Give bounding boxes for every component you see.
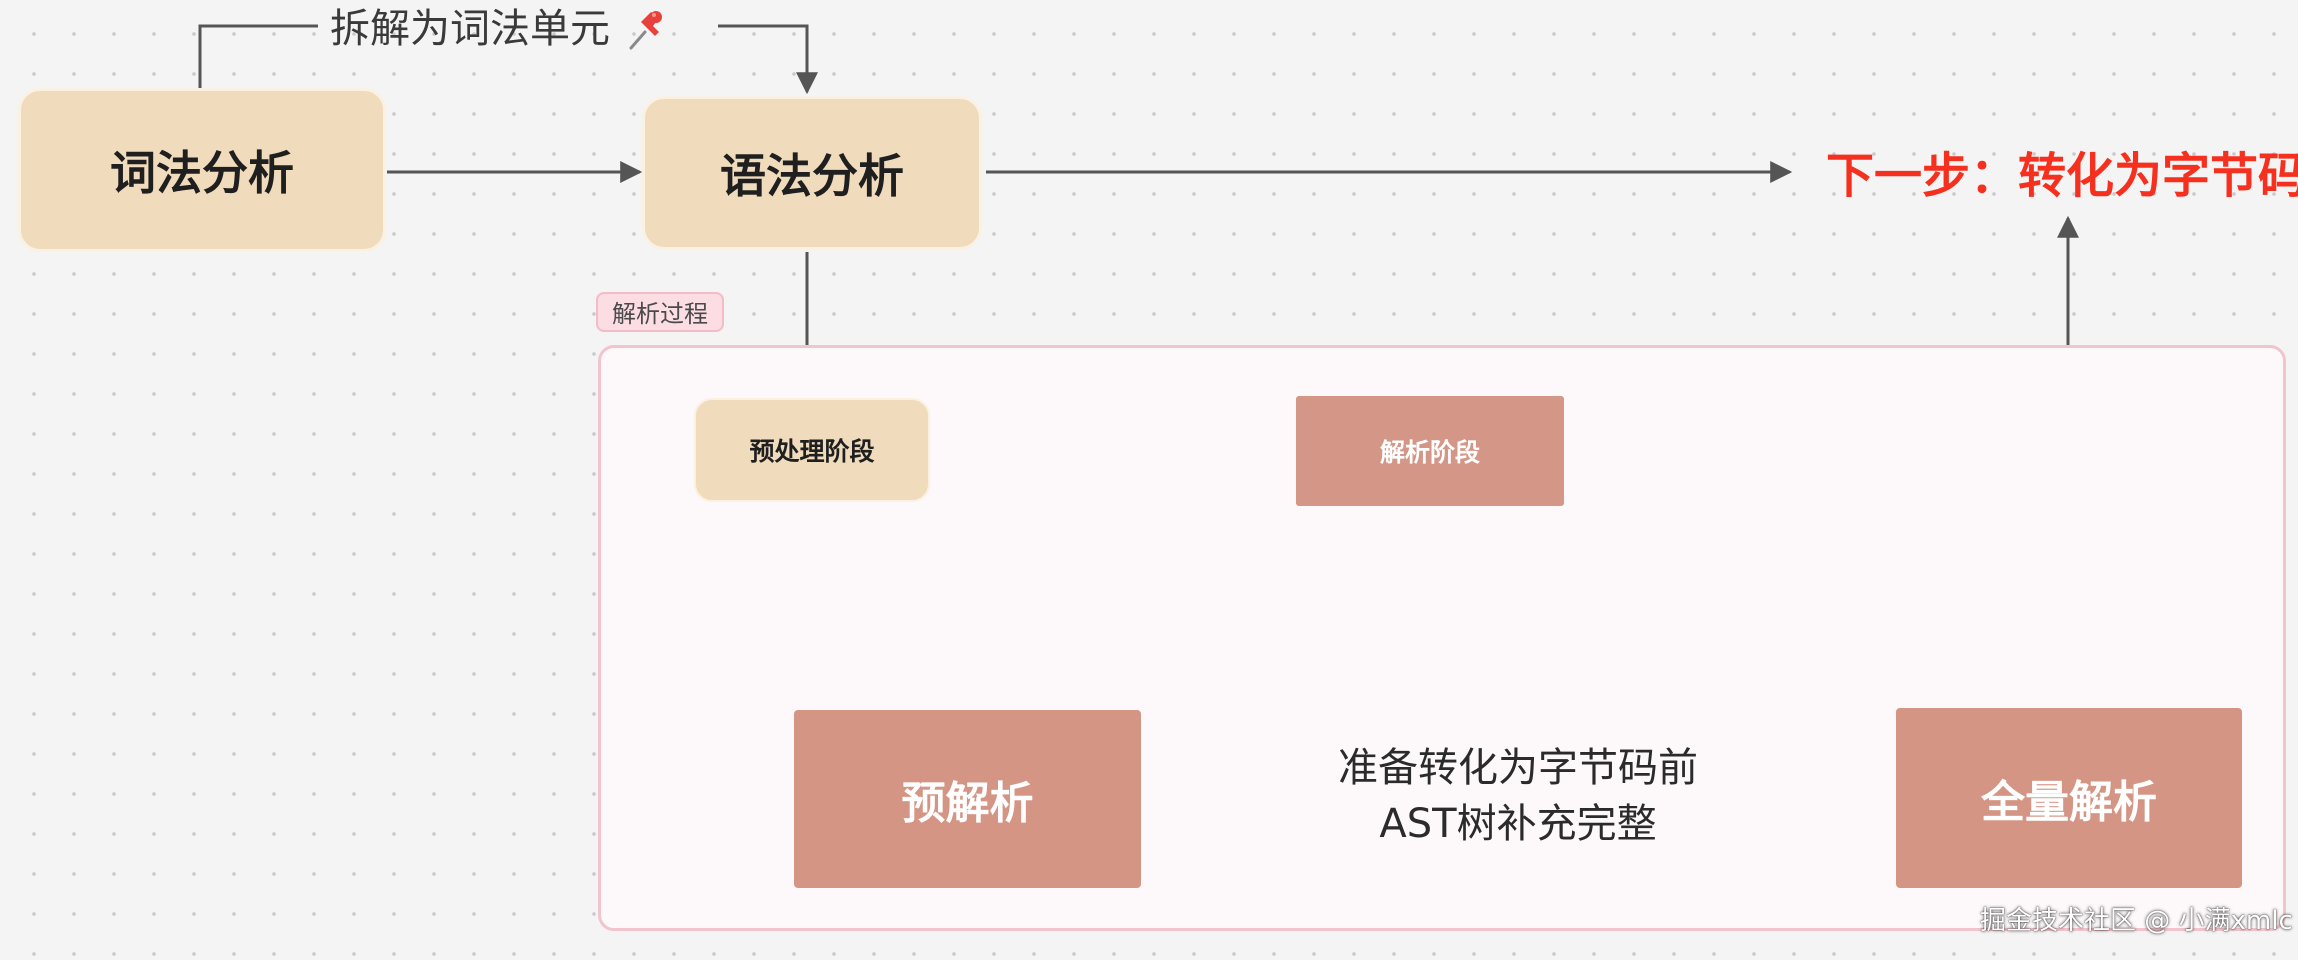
node-full-parse-label: 全量解析 (1981, 777, 2157, 828)
node-lexical-analysis-label: 词法分析 (110, 146, 294, 200)
node-preparse: 预解析 (794, 710, 1141, 888)
prepare-label-line2: AST树补充完整 (1379, 801, 1657, 847)
node-preparse-label: 预解析 (901, 778, 1034, 829)
edge-lexical-to-syntax-via-label (198, 24, 318, 88)
node-preprocess-stage: 预处理阶段 (694, 398, 930, 502)
watermark: 掘金技术社区 @ 小满xmlc (1980, 906, 2293, 936)
tokenize-label-text: 拆解为词法单元 (330, 6, 610, 52)
node-lexical-analysis: 词法分析 (18, 88, 386, 252)
group-label: 解析过程 (596, 292, 724, 332)
node-syntax-analysis: 语法分析 (642, 96, 982, 250)
next-step-label: 下一步：转化为字节码 (1826, 148, 2298, 204)
pushpin-icon (623, 8, 669, 54)
prepare-label: 准备转化为字节码前 AST树补充完整 (1300, 740, 1736, 852)
tokenize-label: 拆解为词法单元 (330, 4, 669, 54)
node-full-parse: 全量解析 (1896, 708, 2242, 888)
node-parse-stage: 解析阶段 (1296, 396, 1564, 506)
node-preprocess-stage-label: 预处理阶段 (749, 437, 875, 466)
node-parse-stage-label: 解析阶段 (1379, 438, 1480, 467)
edge-label-to-syntax (718, 24, 818, 95)
node-syntax-analysis-label: 语法分析 (720, 149, 904, 203)
prepare-label-line1: 准备转化为字节码前 (1338, 745, 1698, 791)
